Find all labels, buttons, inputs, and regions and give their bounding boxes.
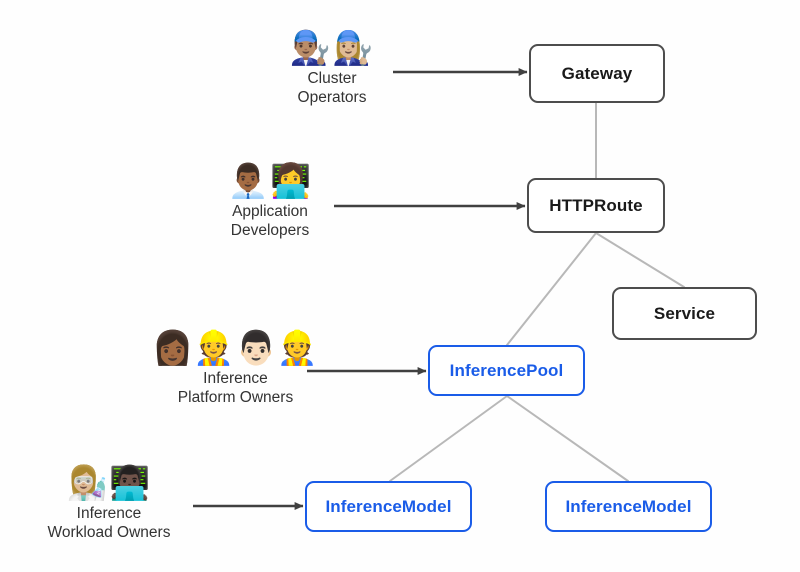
persona-cluster-operators: 👨🏽‍🔧👩🏼‍🔧Cluster Operators bbox=[280, 30, 384, 107]
woman-scientist-icon man-technologist-icon: 👩🏼‍🔬👨🏿‍💻 bbox=[66, 463, 152, 502]
node-label: Service bbox=[653, 304, 716, 323]
node-inferencepool[interactable]: InferencePool bbox=[428, 345, 585, 396]
persona-arrows bbox=[193, 68, 528, 510]
node-inferencemodel-left[interactable]: InferenceModel bbox=[305, 481, 472, 532]
node-label: Gateway bbox=[561, 64, 633, 83]
edge-inferencepool-inferencemodel-right bbox=[506, 395, 629, 482]
node-label: InferencePool bbox=[449, 361, 564, 380]
node-inferencemodel-right[interactable]: InferenceModel bbox=[545, 481, 712, 532]
persona-label: Application Developers bbox=[230, 202, 310, 239]
persona-label: Inference Platform Owners bbox=[177, 369, 294, 406]
node-label: HTTPRoute bbox=[549, 196, 643, 215]
persona-label: Inference Workload Owners bbox=[47, 504, 171, 541]
node-httproute[interactable]: HTTPRoute bbox=[527, 178, 665, 233]
edge-httproute-inferencepool bbox=[506, 232, 597, 346]
persona-label: Cluster Operators bbox=[297, 69, 367, 106]
edge-httproute-service bbox=[595, 232, 685, 288]
persona-inference-platform-owners: 👩🏾‍👷👨🏻‍👷Inference Platform Owners bbox=[152, 330, 317, 407]
man-office-worker-icon woman-technologist-icon: 👨🏾‍💼👩‍💻 bbox=[227, 161, 313, 200]
edge-inferencepool-inferencemodel-left bbox=[389, 395, 508, 482]
node-service[interactable]: Service bbox=[612, 287, 757, 340]
woman-construction-worker-icon man-construction-worker-icon: 👩🏾‍👷👨🏻‍👷 bbox=[152, 328, 319, 367]
node-label: InferenceModel bbox=[325, 497, 452, 516]
man-mechanic-icon woman-mechanic-icon: 👨🏽‍🔧👩🏼‍🔧 bbox=[289, 28, 375, 67]
node-gateway[interactable]: Gateway bbox=[529, 44, 665, 103]
node-label: InferenceModel bbox=[565, 497, 692, 516]
persona-application-developers: 👨🏾‍💼👩‍💻Application Developers bbox=[215, 163, 325, 240]
persona-inference-workload-owners: 👩🏼‍🔬👨🏿‍💻Inference Workload Owners bbox=[33, 465, 185, 542]
